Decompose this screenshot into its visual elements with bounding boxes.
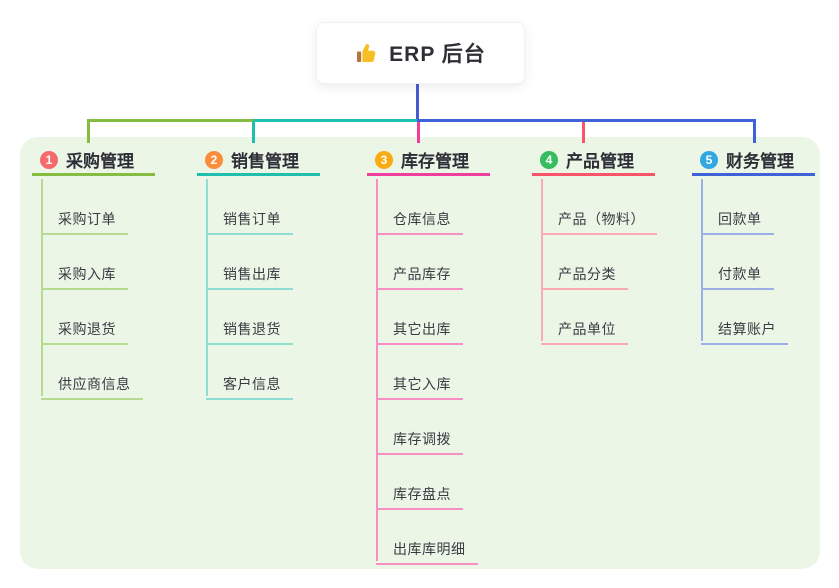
child-label: 产品（物料） — [558, 211, 645, 227]
branch-number-badge: 5 — [700, 150, 718, 169]
connector-drop-2 — [252, 122, 255, 143]
child-label: 出库库明细 — [393, 541, 466, 557]
child-label: 销售出库 — [223, 266, 281, 282]
child-node[interactable]: 回款单 — [701, 200, 774, 235]
connector-bus — [417, 119, 756, 122]
child-label: 产品库存 — [393, 266, 451, 282]
connector-bus — [253, 119, 419, 122]
child-label: 付款单 — [718, 266, 762, 282]
child-label: 采购订单 — [58, 211, 116, 227]
root-title: ERP 后台 — [389, 43, 486, 66]
branch-node-3[interactable]: 3 库存管理 — [367, 146, 490, 176]
branch-spine-3 — [376, 179, 378, 561]
child-node[interactable]: 销售退货 — [206, 310, 293, 345]
child-node[interactable]: 其它出库 — [376, 310, 463, 345]
child-node[interactable]: 采购退货 — [41, 310, 128, 345]
branch-label: 销售管理 — [231, 152, 299, 171]
branch-label: 产品管理 — [566, 152, 634, 171]
child-label: 库存盘点 — [393, 486, 451, 502]
child-node[interactable]: 产品分类 — [541, 255, 628, 290]
child-node[interactable]: 产品单位 — [541, 310, 628, 345]
child-label: 销售退货 — [223, 321, 281, 337]
root-node[interactable]: ERP 后台 — [316, 22, 525, 84]
connector-drop-3 — [417, 122, 420, 143]
child-label: 其它出库 — [393, 321, 451, 337]
branch-node-1[interactable]: 1 采购管理 — [32, 146, 155, 176]
child-label: 供应商信息 — [58, 376, 131, 392]
branch-label: 财务管理 — [726, 152, 794, 171]
child-label: 仓库信息 — [393, 211, 451, 227]
child-node[interactable]: 其它入库 — [376, 365, 463, 400]
child-node[interactable]: 产品（物料） — [541, 200, 657, 235]
mindmap-panel — [20, 137, 820, 569]
branch-node-4[interactable]: 4 产品管理 — [532, 146, 655, 176]
connector-bus — [87, 119, 254, 122]
child-label: 库存调拨 — [393, 431, 451, 447]
thumbs-up-icon — [355, 41, 379, 65]
child-node[interactable]: 采购订单 — [41, 200, 128, 235]
branch-number-badge: 2 — [205, 150, 223, 169]
child-node[interactable]: 供应商信息 — [41, 365, 143, 400]
branch-node-5[interactable]: 5 财务管理 — [692, 146, 815, 176]
child-label: 产品单位 — [558, 321, 616, 337]
child-label: 销售订单 — [223, 211, 281, 227]
branch-spine-2 — [206, 179, 208, 396]
connector-drop-4 — [582, 122, 585, 143]
child-node[interactable]: 销售订单 — [206, 200, 293, 235]
child-node[interactable]: 产品库存 — [376, 255, 463, 290]
branch-label: 采购管理 — [66, 152, 134, 171]
child-label: 其它入库 — [393, 376, 451, 392]
connector-drop-5 — [753, 119, 756, 143]
branch-node-2[interactable]: 2 销售管理 — [197, 146, 320, 176]
branch-spine-5 — [701, 179, 703, 341]
branch-number-badge: 3 — [375, 150, 393, 169]
branch-spine-4 — [541, 179, 543, 341]
child-label: 产品分类 — [558, 266, 616, 282]
child-label: 采购退货 — [58, 321, 116, 337]
branch-label: 库存管理 — [401, 152, 469, 171]
branch-spine-1 — [41, 179, 43, 396]
connector-drop-1 — [87, 119, 90, 143]
child-node[interactable]: 付款单 — [701, 255, 774, 290]
child-label: 结算账户 — [718, 321, 776, 337]
child-label: 采购入库 — [58, 266, 116, 282]
child-node[interactable]: 库存盘点 — [376, 475, 463, 510]
child-node[interactable]: 采购入库 — [41, 255, 128, 290]
child-node[interactable]: 库存调拨 — [376, 420, 463, 455]
child-node[interactable]: 出库库明细 — [376, 530, 478, 565]
child-label: 客户信息 — [223, 376, 281, 392]
connector-root-line — [416, 82, 419, 122]
child-node[interactable]: 销售出库 — [206, 255, 293, 290]
branch-number-badge: 1 — [40, 150, 58, 169]
child-label: 回款单 — [718, 211, 762, 227]
branch-number-badge: 4 — [540, 150, 558, 169]
child-node[interactable]: 仓库信息 — [376, 200, 463, 235]
child-node[interactable]: 客户信息 — [206, 365, 293, 400]
child-node[interactable]: 结算账户 — [701, 310, 788, 345]
